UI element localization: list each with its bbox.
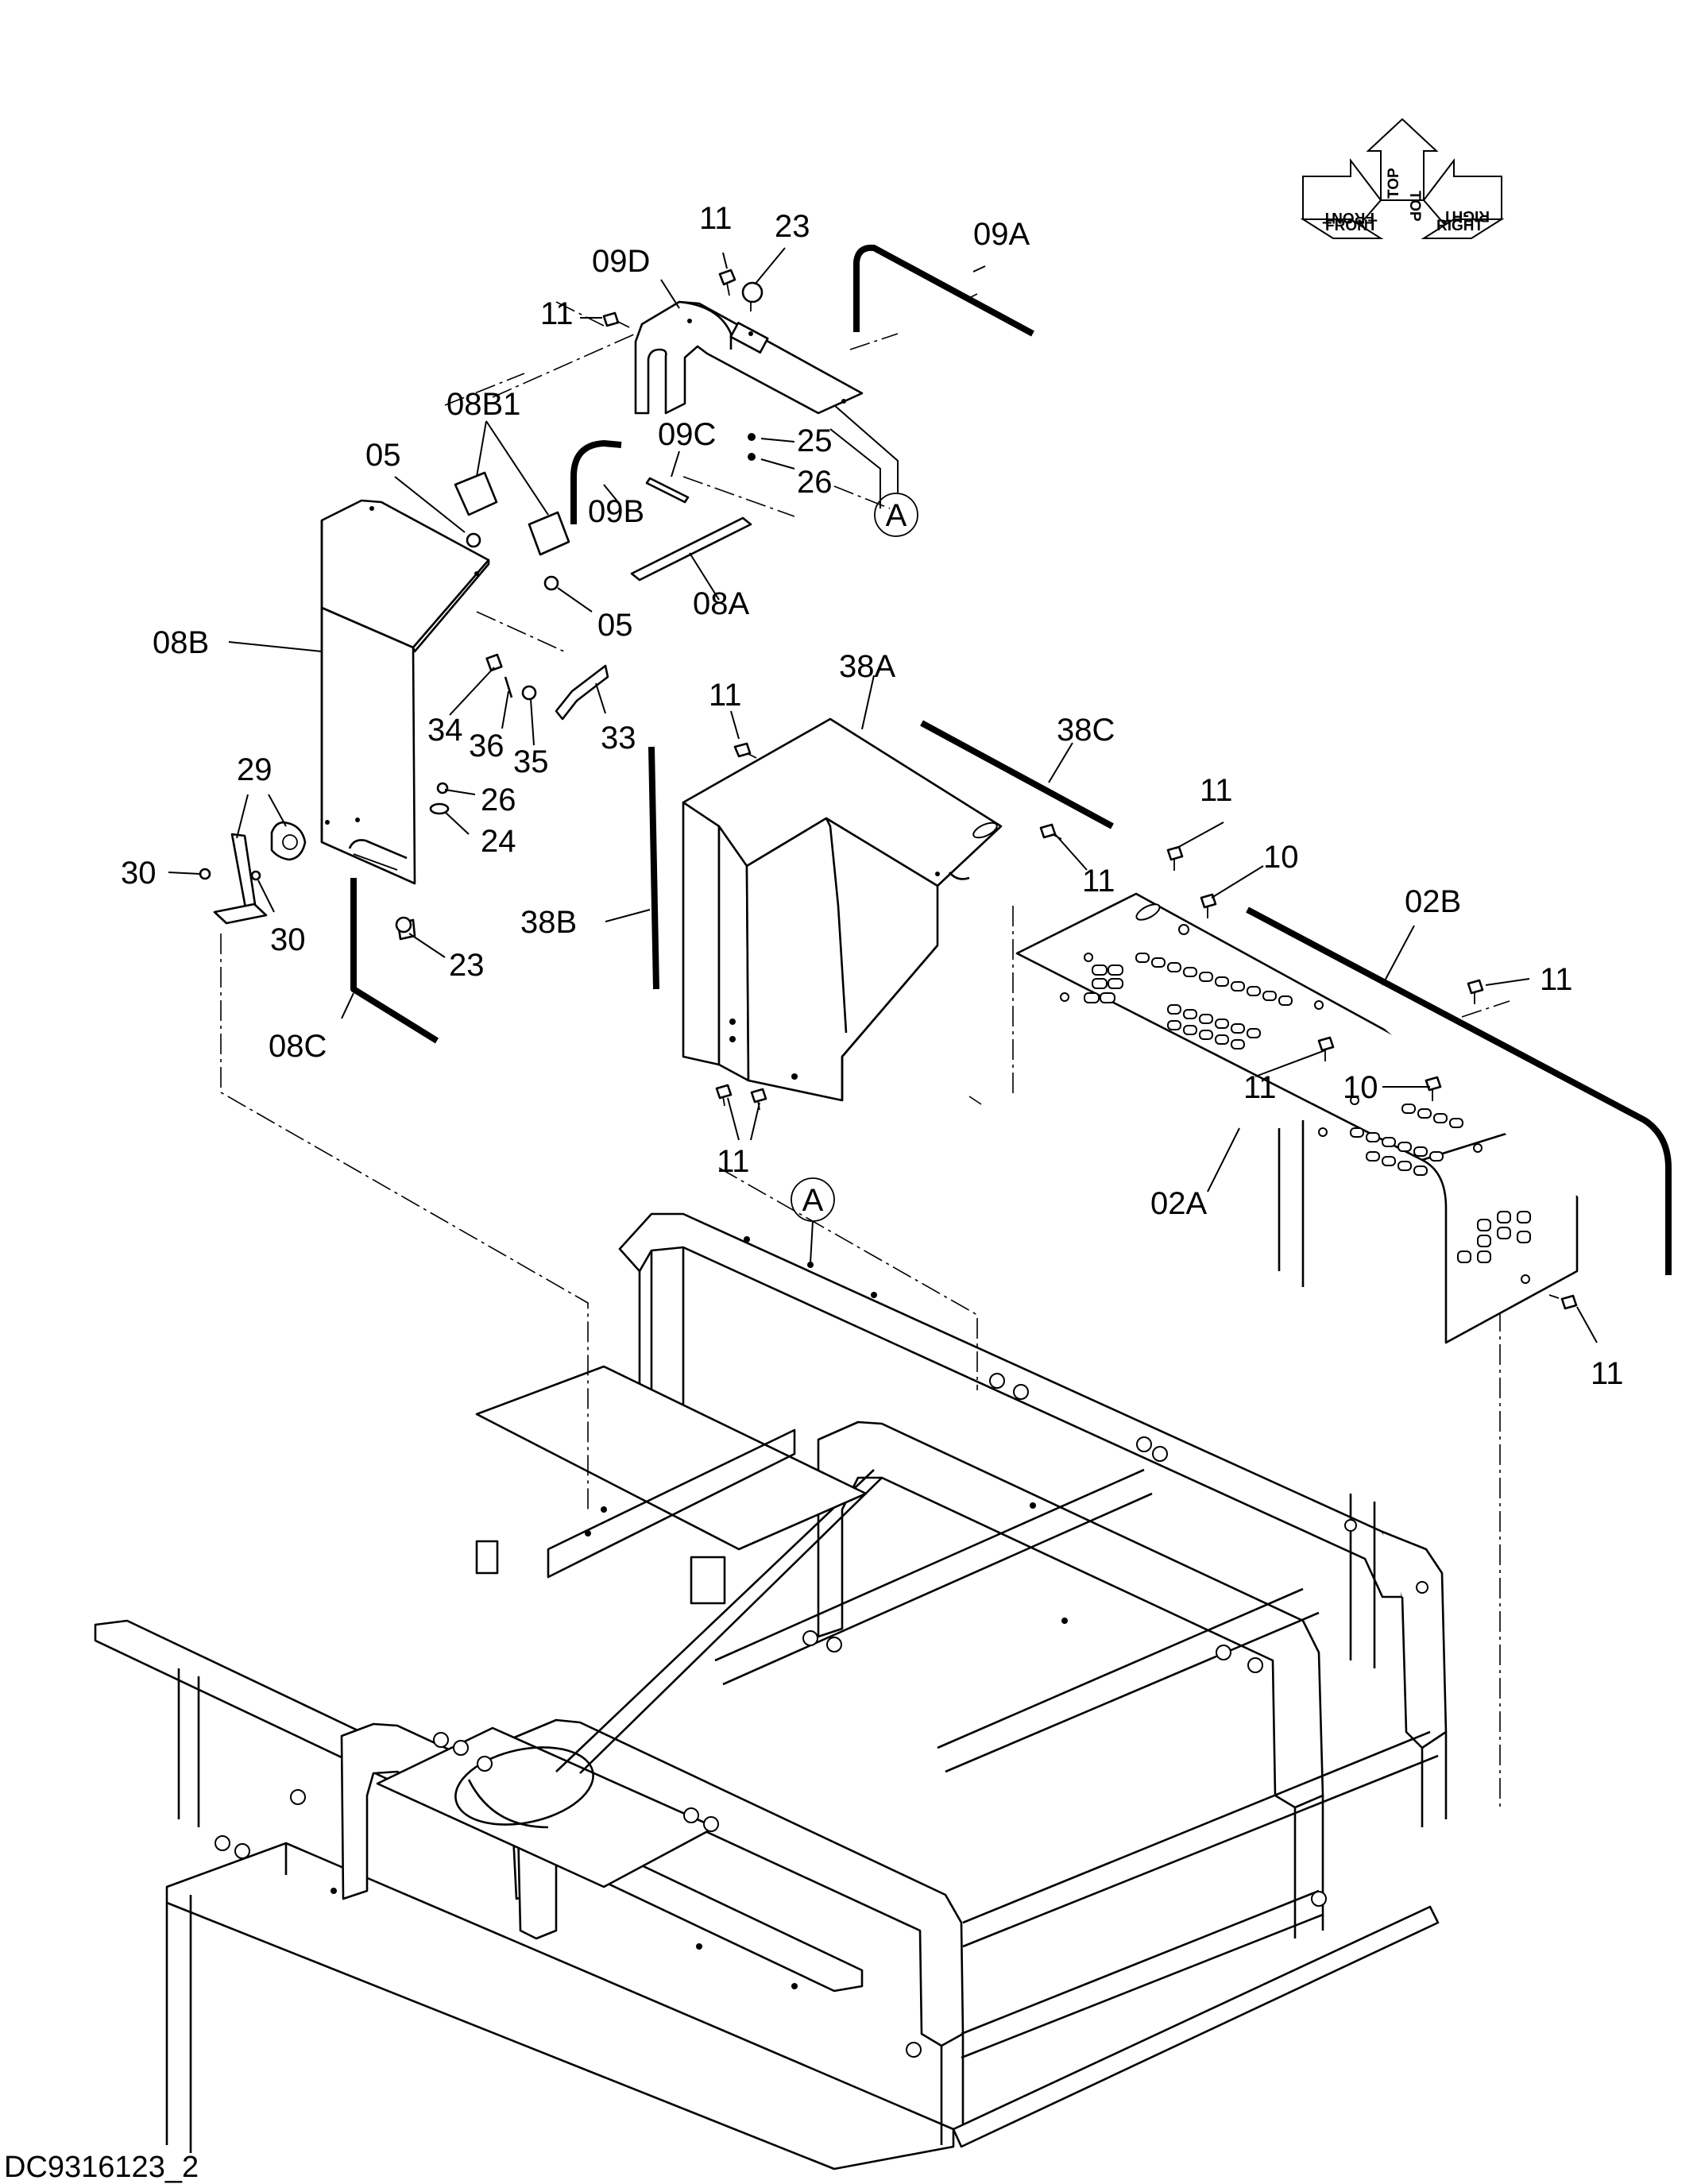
- callout-30-b: 30: [270, 922, 306, 957]
- callout-09a: 09A: [973, 217, 1030, 252]
- seal-38c: [920, 720, 1114, 829]
- callout-02a: 02A: [1150, 1186, 1207, 1221]
- callout-08a: 08A: [693, 586, 749, 621]
- callout-11-d: 11: [1082, 864, 1115, 899]
- callout-25: 25: [797, 423, 833, 458]
- callout-05-a: 05: [365, 438, 401, 473]
- callout-11-c: 11: [709, 678, 742, 713]
- rod-33: [555, 664, 609, 721]
- callout-11-e: 11: [717, 1144, 750, 1179]
- base-frame: [94, 1120, 1448, 2170]
- callout-26-a: 26: [797, 465, 833, 500]
- callout-23-a: 23: [775, 209, 810, 244]
- callout-23-b: 23: [449, 948, 485, 983]
- reference-a-top-label: A: [886, 498, 907, 533]
- callout-38c: 38C: [1057, 713, 1115, 748]
- reference-a-top: A: [874, 493, 918, 537]
- reference-a-frame-label: A: [802, 1183, 824, 1218]
- cover-08b: [320, 499, 490, 885]
- orientation-front-label: FRONT: [1325, 218, 1378, 234]
- seal-38b: [648, 746, 659, 990]
- orientation-top-mirror-label: TOP: [1386, 168, 1402, 199]
- callout-33: 33: [601, 721, 636, 756]
- callout-08b1: 08B1: [447, 387, 520, 422]
- orientation-marker: FRONT RIGHT TOP TOP FRONT RIGHT: [1300, 118, 1505, 239]
- seal-08c: [350, 878, 439, 1044]
- cover-02a: [1015, 892, 1579, 1344]
- reference-a-frame: A: [791, 1177, 835, 1264]
- callout-02b: 02B: [1405, 884, 1461, 919]
- frame-bolts: [215, 1236, 1428, 2058]
- callout-11-i: 11: [1591, 1356, 1624, 1391]
- part-callouts: 11 23 09D 09A 11 08B1 05 09C 25 26 09B 0…: [121, 201, 1624, 1391]
- orientation-right-label: RIGHT: [1436, 218, 1484, 234]
- callout-36: 36: [469, 729, 505, 763]
- leader-lines: [168, 247, 1598, 1343]
- plate-09c: [645, 477, 690, 504]
- seal-09a: [853, 244, 1034, 337]
- cover-38a: [682, 717, 1003, 1102]
- plate-08a: [630, 516, 752, 582]
- callout-09d: 09D: [592, 244, 650, 279]
- callout-11-b: 11: [540, 296, 574, 331]
- callout-09c: 09C: [658, 417, 716, 452]
- callout-34: 34: [427, 713, 463, 748]
- orientation-right-mirror-label: RIGHT: [1443, 207, 1490, 224]
- callout-24: 24: [481, 824, 516, 859]
- seal-09b: [570, 440, 622, 524]
- fasteners: [395, 269, 1578, 1310]
- drawing-id: DC9316123_2: [4, 2151, 199, 2184]
- callout-11-h: 11: [1243, 1070, 1277, 1105]
- callout-05-b: 05: [597, 608, 633, 643]
- callout-11-f: 11: [1200, 773, 1233, 808]
- callout-08b: 08B: [153, 625, 209, 660]
- orientation-top-label: TOP: [1406, 191, 1423, 222]
- callout-35: 35: [513, 744, 549, 779]
- bracket-09d: [634, 300, 864, 415]
- callout-26-b: 26: [481, 783, 516, 818]
- assembly-lines: [220, 293, 1510, 1811]
- hardware-08b: [396, 653, 537, 941]
- seal-02b: [1246, 906, 1672, 1275]
- callout-38b: 38B: [520, 905, 577, 940]
- callout-29: 29: [237, 752, 273, 787]
- latch-29: [199, 821, 307, 925]
- orientation-front-mirror-label: FRONT: [1322, 209, 1374, 226]
- callout-11-a: 11: [699, 201, 733, 236]
- callout-11-g: 11: [1540, 962, 1573, 997]
- callout-10-a: 10: [1263, 840, 1299, 875]
- bracket-08b1: [454, 471, 570, 591]
- callout-10-b: 10: [1343, 1070, 1378, 1105]
- callout-08c: 08C: [269, 1029, 327, 1064]
- callout-38a: 38A: [839, 649, 895, 684]
- vent-slots: [1084, 953, 1531, 1263]
- callout-30-a: 30: [121, 856, 157, 891]
- callout-09b: 09B: [588, 494, 644, 529]
